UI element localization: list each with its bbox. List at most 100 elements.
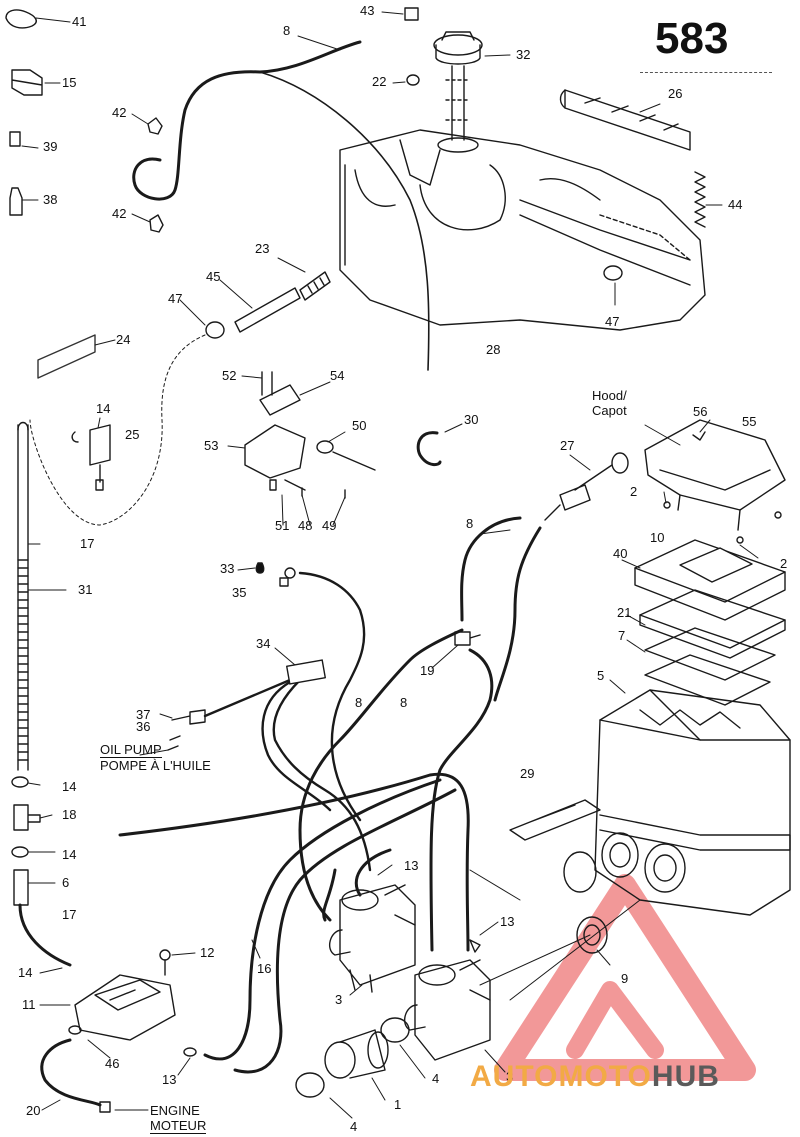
callout-40: 40 xyxy=(613,546,628,561)
decal xyxy=(37,334,96,379)
drop xyxy=(255,562,265,574)
callout-14-d: 14 xyxy=(18,965,33,980)
grommet xyxy=(205,321,225,339)
callout-14-a: 14 xyxy=(96,401,111,416)
callout-39: 39 xyxy=(43,139,58,154)
callout-25: 25 xyxy=(125,427,140,442)
air-silencer-box xyxy=(594,689,791,916)
leader xyxy=(29,334,206,526)
callout-35: 35 xyxy=(232,585,247,600)
vent-hose xyxy=(132,40,362,201)
grommet xyxy=(603,265,623,281)
callout-6: 6 xyxy=(62,875,70,890)
choke-cable xyxy=(544,452,629,521)
watermark-logo xyxy=(494,874,756,1081)
filler-cap xyxy=(433,31,483,153)
callout-23: 23 xyxy=(255,241,270,256)
callout-34: 34 xyxy=(256,636,271,651)
callout-54: 54 xyxy=(330,368,345,383)
callout-47-left: 47 xyxy=(168,291,183,306)
clip xyxy=(416,431,442,467)
carburetor xyxy=(328,884,416,993)
callout-8-top: 8 xyxy=(283,23,291,38)
grommet xyxy=(406,74,420,86)
callout-10: 10 xyxy=(650,530,665,545)
callout-9: 9 xyxy=(621,971,629,986)
callout-51: 51 xyxy=(275,518,290,533)
intake-sleeve xyxy=(324,1029,389,1079)
vent-line xyxy=(259,71,430,371)
clamp xyxy=(11,846,29,858)
callout-31: 31 xyxy=(78,582,93,597)
hose-clamp xyxy=(295,1017,410,1098)
callout-56: 56 xyxy=(693,404,708,419)
tee-19 xyxy=(454,631,481,646)
callout-13-c: 13 xyxy=(162,1072,177,1087)
fuel-tank xyxy=(339,129,706,331)
callout-42-top: 42 xyxy=(112,105,127,120)
callout-8-c: 8 xyxy=(355,695,363,710)
callout-12: 12 xyxy=(200,945,215,960)
choke-bracket xyxy=(244,371,376,499)
oil-lines xyxy=(203,571,372,872)
callout-15: 15 xyxy=(62,75,77,90)
callout-53: 53 xyxy=(204,438,219,453)
primer xyxy=(71,424,111,491)
oil-junction xyxy=(286,659,326,685)
adaptor-ring xyxy=(583,924,601,946)
callout-38: 38 xyxy=(43,192,58,207)
callout-17-b: 17 xyxy=(62,907,77,922)
callout-8-d: 8 xyxy=(400,695,408,710)
callout-4-a: 4 xyxy=(432,1071,440,1086)
callout-28: 28 xyxy=(486,342,501,357)
fuel-line-long xyxy=(17,421,29,771)
callout-3-b: 3 xyxy=(506,1069,514,1084)
fuel-hose-lower xyxy=(18,903,72,967)
air-silencer-cover xyxy=(644,419,786,544)
callout-27: 27 xyxy=(560,438,575,453)
callout-4-b: 4 xyxy=(350,1119,358,1134)
callout-13-b: 13 xyxy=(500,914,515,929)
callout-22: 22 xyxy=(372,74,387,89)
fuel-lines xyxy=(118,516,542,1074)
callout-30: 30 xyxy=(464,412,479,427)
rail xyxy=(559,89,691,151)
callout-20: 20 xyxy=(26,1103,41,1118)
callout-7: 7 xyxy=(618,628,626,643)
watermark-brand: AUTOMOTOHUB xyxy=(470,1060,720,1093)
oil-fitting xyxy=(284,567,296,579)
callout-33: 33 xyxy=(220,561,235,576)
callout-2-a: 2 xyxy=(630,484,638,499)
callout-18: 18 xyxy=(62,807,77,822)
hood-label: Hood/Capot xyxy=(592,388,627,418)
callout-32: 32 xyxy=(516,47,531,62)
bracket xyxy=(509,799,601,841)
oil-banjo xyxy=(171,709,206,725)
spring xyxy=(694,171,706,228)
callout-50: 50 xyxy=(352,418,367,433)
divider xyxy=(640,72,772,73)
callout-13-a: 13 xyxy=(404,858,419,873)
callout-16: 16 xyxy=(257,961,272,976)
callout-48: 48 xyxy=(298,518,313,533)
callout-5: 5 xyxy=(597,668,605,683)
callout-8-mid: 8 xyxy=(466,516,474,531)
callout-24: 24 xyxy=(116,332,131,347)
callout-1: 1 xyxy=(394,1097,402,1112)
clamp xyxy=(11,776,29,788)
callout-41: 41 xyxy=(72,14,87,29)
callout-43: 43 xyxy=(360,3,375,18)
callout-37: 37 xyxy=(136,707,151,722)
callout-46: 46 xyxy=(105,1056,120,1071)
callout-55: 55 xyxy=(742,414,757,429)
callout-45: 45 xyxy=(206,269,221,284)
filter-stack xyxy=(634,539,786,706)
label-leaders xyxy=(21,11,759,1119)
callout-36: 36 xyxy=(136,719,151,734)
adaptor-ring xyxy=(576,916,608,954)
callout-47-right: 47 xyxy=(605,314,620,329)
adaptor-ring xyxy=(563,851,597,893)
callout-26: 26 xyxy=(668,86,683,101)
